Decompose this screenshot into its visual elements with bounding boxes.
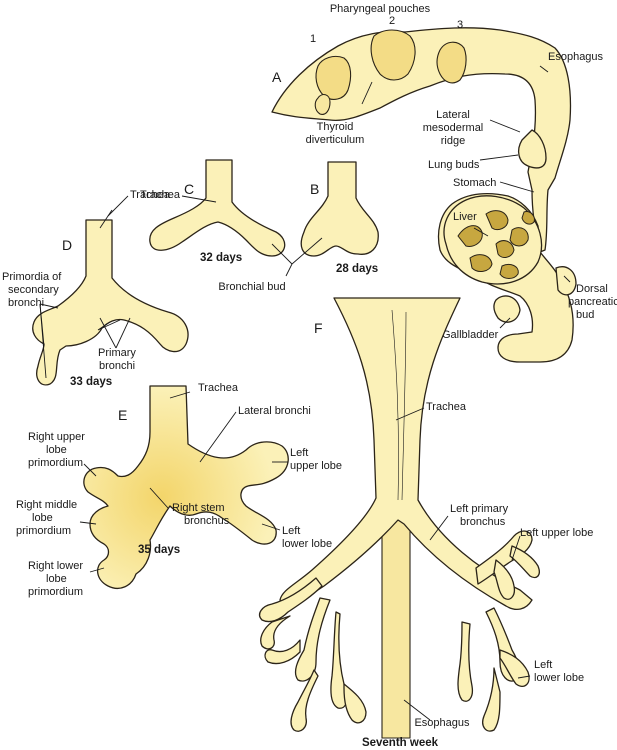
primordia-label-3: bronchi [8,297,44,309]
primordia-label-2: secondary [8,284,59,296]
rsb-label-2: bronchus [184,515,230,527]
pouch-1-number: 1 [310,33,316,45]
dorsal-pancreatic-bud-shape [555,266,577,296]
thyroid-diverticulum-shape [314,93,331,115]
bronchial-bud-label: Bronchial bud [218,281,285,293]
rml-label-1: Right middle [16,499,77,511]
panel-d-33-days: Trachea D Primordia of secondary bronchi… [2,189,189,388]
panel-a-letter: A [272,69,282,85]
rml-label-2: lobe [32,512,53,524]
panel-f-seventh-week: Trachea F Left primary bronchus Left upp… [258,297,593,749]
pharyngeal-pouch-1 [315,55,352,100]
panel-c-bud [149,159,286,257]
liver-outline [443,195,543,285]
lung-bud-shape [517,129,547,169]
lateral-label-1: Lateral [436,109,470,121]
panel-c-age: 32 days [200,252,242,264]
panel-b-28-days: B 28 days [300,161,379,275]
thyroid-label-1: Thyroid [317,121,354,133]
panel-b-letter: B [310,181,319,197]
lung-buds-label: Lung buds [428,159,480,171]
lpb-label-1: Left primary [450,503,509,515]
panel-c-trachea-label: Trachea [140,189,181,201]
panel-f-lll-label-2: lower lobe [534,672,584,684]
rul-label-2: lobe [46,444,67,456]
panel-f-esophagus-label: Esophagus [414,717,470,729]
panel-f-right-lung [258,577,367,732]
primary-bronchi-label-1: Primary [98,347,136,359]
lpb-label-2: bronchus [460,516,506,528]
panel-f-trachea-label: Trachea [426,401,467,413]
pharyngeal-pouches-label: Pharyngeal pouches [330,3,431,15]
rll-label-2: lobe [46,573,67,585]
dorsal-label-3: bud [576,309,594,321]
panel-c-letter: C [184,181,194,197]
panel-e-age: 35 days [138,544,180,556]
pharyngeal-pouch-3 [436,41,467,84]
stomach-label: Stomach [453,177,496,189]
panel-e-lll-label-2: lower lobe [282,538,332,550]
pouch-3-number: 3 [457,19,463,31]
gallbladder-label: Gallbladder [442,329,499,341]
panel-d-trachea-label: Trachea [130,189,171,201]
liver-cords [457,210,535,279]
rml-label-3: primordium [16,525,71,537]
panel-e-lll-label-1: Left [282,525,300,537]
gallbladder-shape [493,295,521,323]
rsb-label-1: Right stem [172,502,225,514]
primordia-label-1: Primordia of [2,271,62,283]
panel-c-32-days: Trachea C 32 days Bronchial bud [140,159,323,293]
panel-e-lul-label-2: upper lobe [290,460,342,472]
pouch-2-number: 2 [389,15,395,27]
primary-bronchi-label-2: bronchi [99,360,135,372]
rul-label-3: primordium [28,457,83,469]
panel-b-bud [300,161,379,257]
panel-a-foregut: Pharyngeal pouches 1 2 3 A Esophagus Thy… [271,3,617,363]
lateral-label-3: ridge [441,135,465,147]
dorsal-label-1: Dorsal [576,283,608,295]
panel-e-bronchi [83,385,289,589]
dorsal-label-2: pancreatic [568,296,617,308]
lateral-bronchi-label: Lateral bronchi [238,405,311,417]
esophagus-label-a: Esophagus [548,51,604,63]
pharyngeal-pouch-2 [370,29,416,81]
panel-e-lul-label-1: Left [290,447,308,459]
panel-e-35-days: Trachea E Lateral bronchi Right upper lo… [16,382,342,598]
panel-f-lll-label-1: Left [534,659,552,671]
thyroid-label-2: diverticulum [306,134,365,146]
lateral-label-2: mesodermal [423,122,484,134]
panel-f-letter: F [314,320,323,336]
panel-b-age: 28 days [336,263,378,275]
liver-label: Liver [453,211,477,223]
panel-f-age: Seventh week [362,737,439,749]
rul-label-1: Right upper [28,431,85,443]
panel-e-trachea-label: Trachea [198,382,239,394]
panel-e-letter: E [118,407,127,423]
panel-f-lul-label: Left upper lobe [520,527,593,539]
panel-f-trachea [279,297,533,611]
panel-d-bronchi [32,219,189,386]
panel-d-age: 33 days [70,376,112,388]
panel-d-letter: D [62,237,72,253]
rll-label-1: Right lower [28,560,83,572]
rll-label-3: primordium [28,586,83,598]
